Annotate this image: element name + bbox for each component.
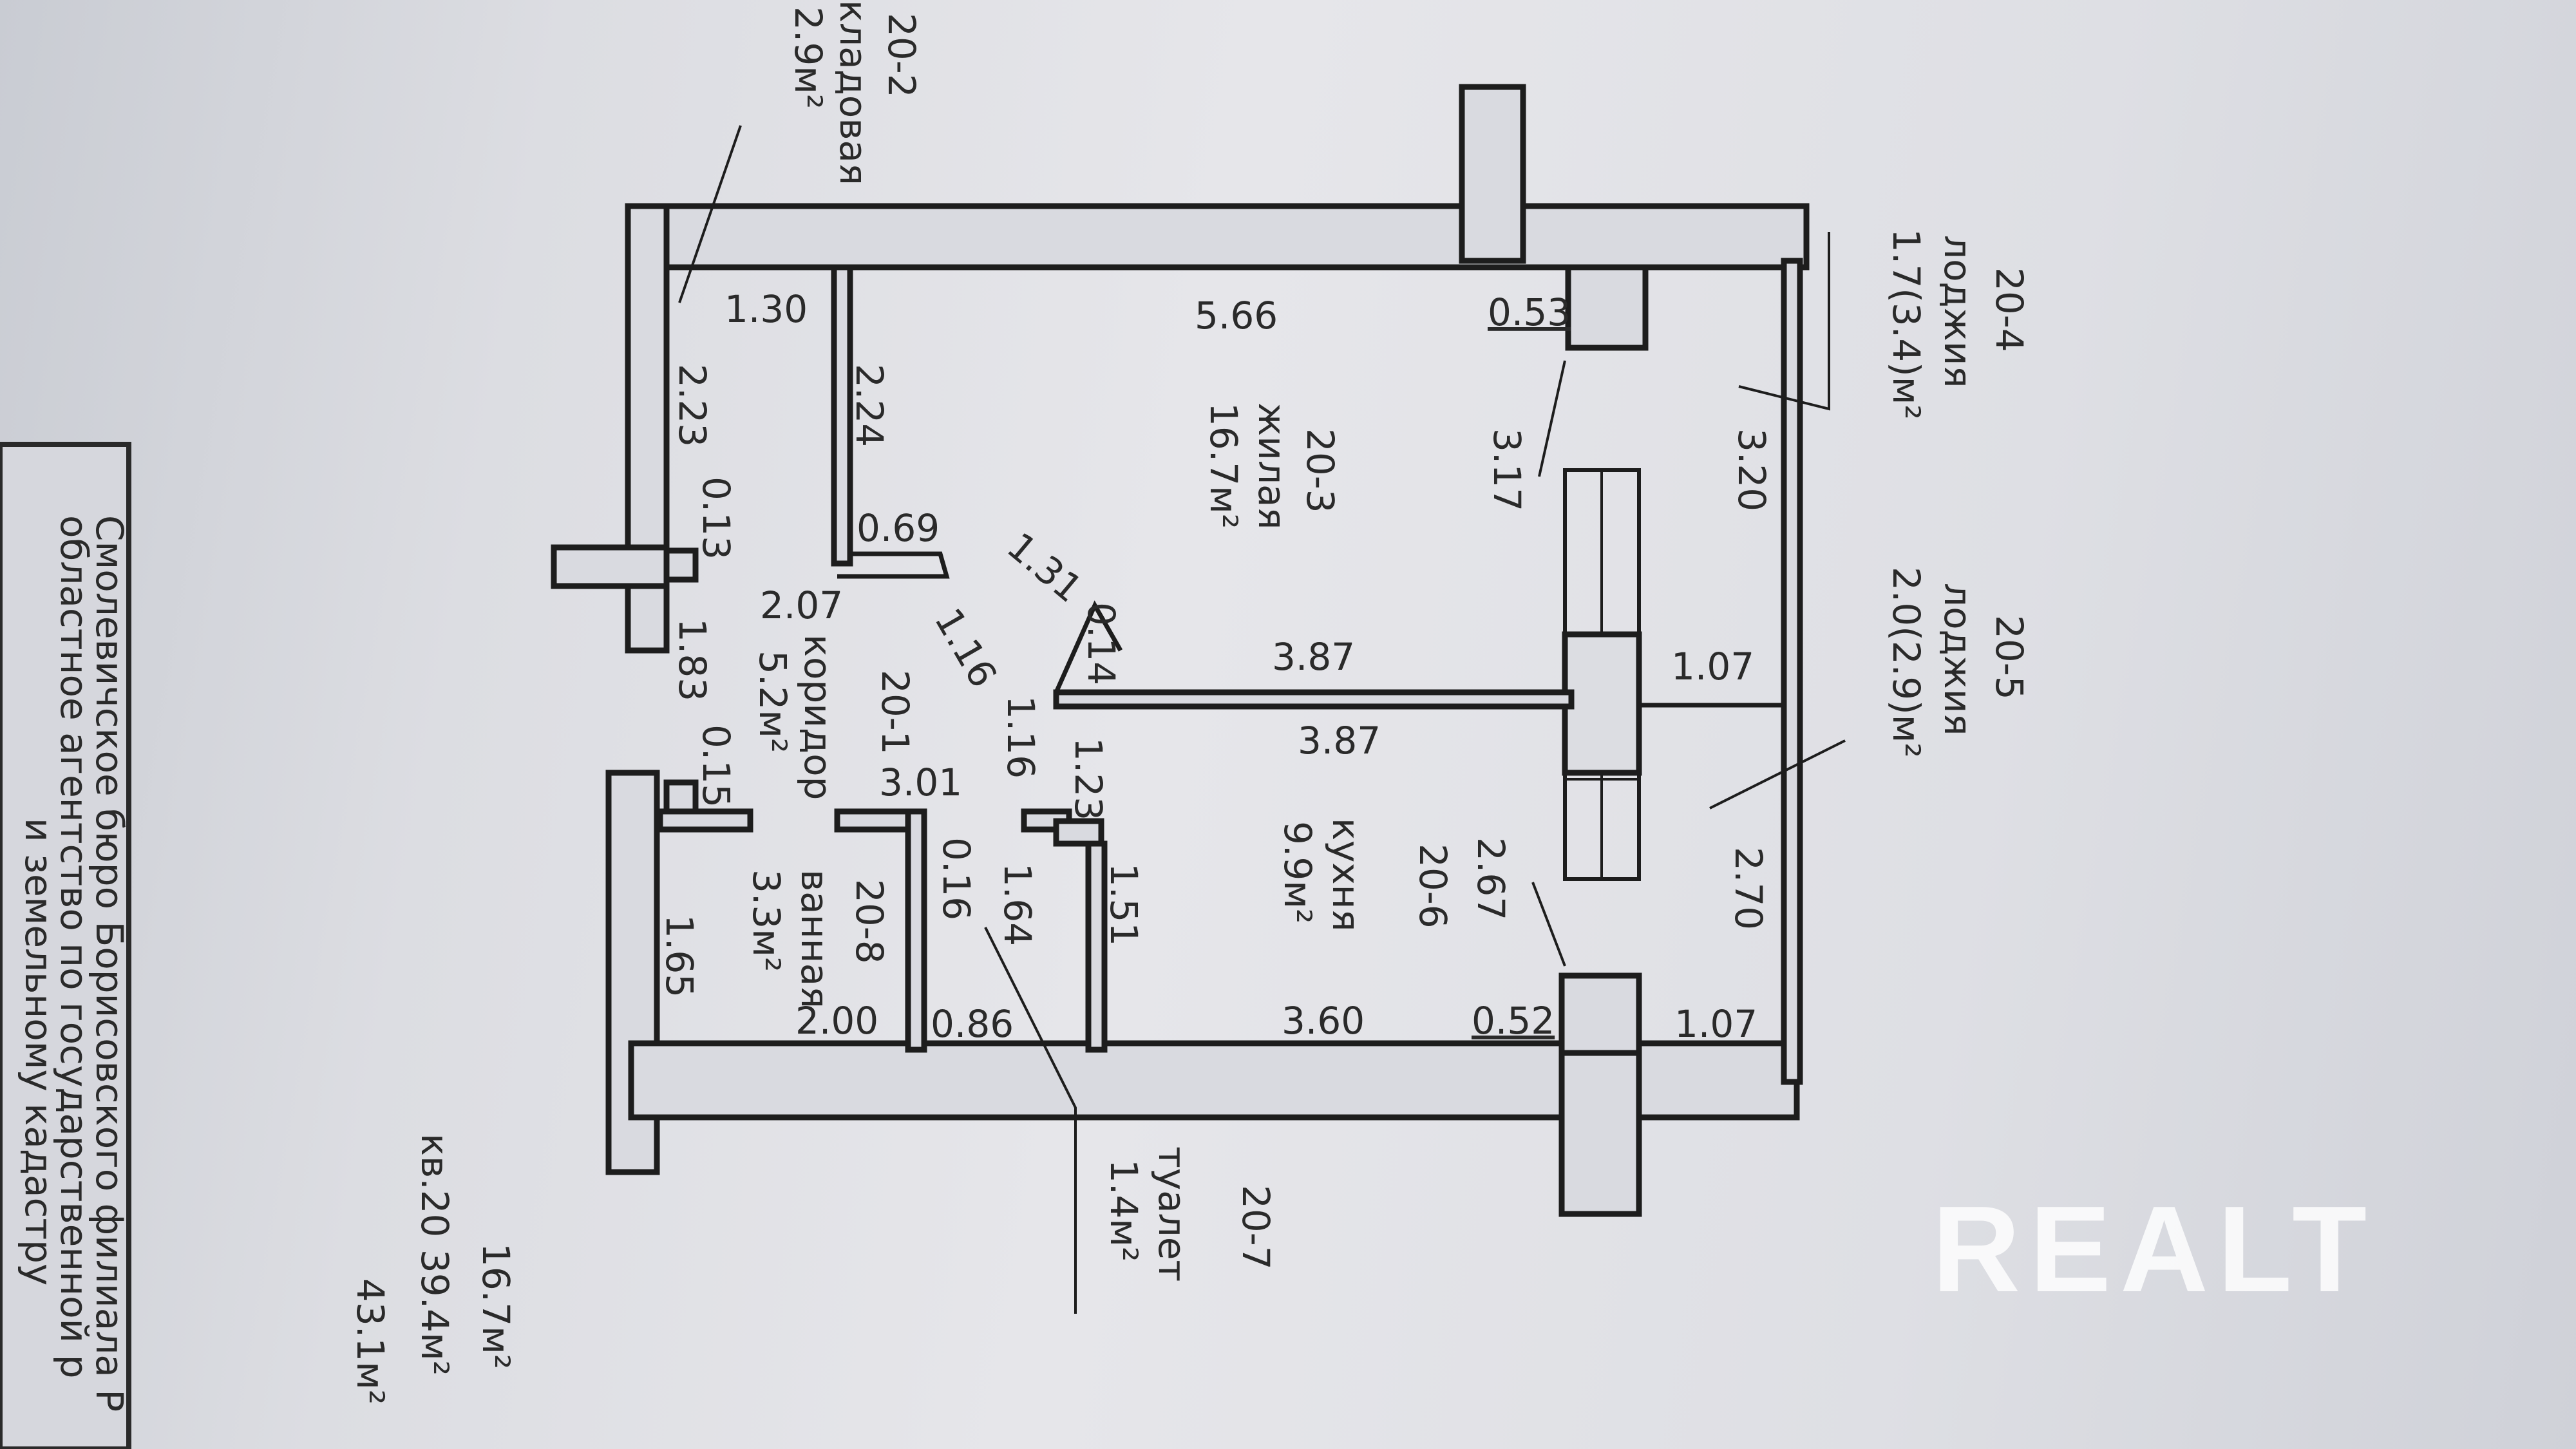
room-20-1-area: 5.2м² — [751, 650, 795, 753]
dimension-labels: 1.30 5.66 0.53 0.69 3.87 1.07 2.07 3.01 … — [724, 287, 1757, 1046]
stamp-line-3: и земельному кадастру — [17, 818, 61, 1285]
dim-5-66: 5.66 — [1195, 294, 1278, 337]
dim-3-01: 3.01 — [879, 761, 962, 804]
dim-0-53: 0.53 — [1488, 290, 1571, 334]
room-20-6-code: 20-6 — [1411, 844, 1455, 929]
room-20-3: 20-3 жилая 16.7м² — [1202, 402, 1342, 529]
dim-3-20: 3.20 — [1730, 428, 1774, 511]
dim-1-64: 1.64 — [996, 863, 1039, 946]
summary-line-3: 43.1м² — [348, 1278, 392, 1405]
room-20-4-name: лоджия — [1936, 235, 1980, 388]
room-20-6-area: 9.9м² — [1276, 821, 1320, 923]
room-20-8-area: 3.3м² — [744, 869, 788, 972]
dimension-labels-rotated: 2.23 2.24 0.13 1.31 3.17 3.20 0.14 1.16 … — [658, 364, 1774, 998]
dim-1-30: 1.30 — [724, 287, 808, 331]
summary-line-2: кв.20 39.4м² — [413, 1133, 457, 1376]
dim-2-00: 2.00 — [795, 999, 878, 1043]
room-20-1-code: 20-1 — [873, 670, 917, 755]
room-20-8-code: 20-8 — [848, 879, 891, 964]
dim-2-23: 2.23 — [670, 364, 714, 447]
dim-3-60: 3.60 — [1282, 999, 1365, 1043]
room-20-5: 20-5 лоджия 2.0(2.9)м² — [1884, 567, 2031, 758]
dim-2-70: 2.70 — [1727, 847, 1770, 930]
dim-1-07-a: 1.07 — [1671, 645, 1754, 688]
room-20-6: 20-6 кухня 9.9м² — [1276, 818, 1455, 932]
room-20-7-area: 1.4м² — [1102, 1159, 1146, 1262]
walls — [551, 84, 1810, 1217]
dim-2-07: 2.07 — [760, 583, 843, 627]
room-20-3-code: 20-3 — [1298, 428, 1342, 513]
room-20-2-name: кладовая — [831, 0, 875, 185]
area-summary: 16.7м² кв.20 39.4м² 43.1м² — [348, 1133, 518, 1405]
room-20-7: 20-7 туалет 1.4м² — [1102, 1146, 1278, 1282]
room-20-1: 20-1 коридор 5.2м² — [751, 634, 917, 800]
room-20-7-code: 20-7 — [1234, 1185, 1278, 1270]
room-20-5-code: 20-5 — [1987, 615, 2031, 700]
summary-line-1: 16.7м² — [474, 1243, 518, 1369]
dim-3-87-b: 3.87 — [1298, 719, 1381, 762]
dim-1-16-b: 1.16 — [999, 696, 1043, 779]
stamp-box — [0, 442, 131, 1449]
dim-0-15: 0.15 — [694, 724, 738, 808]
room-20-3-area: 16.7м² — [1202, 402, 1245, 529]
room-20-4: 20-4 лоджия 1.7(3.4)м² — [1884, 229, 2031, 420]
room-20-6-name: кухня — [1324, 818, 1368, 932]
room-20-8-name: ванная — [793, 869, 837, 1009]
room-20-4-code: 20-4 — [1987, 267, 2031, 352]
room-20-3-name: жилая — [1250, 402, 1294, 529]
leader-lines — [678, 125, 1846, 1314]
dim-3-87-a: 3.87 — [1272, 635, 1355, 679]
dim-0-14: 0.14 — [1079, 602, 1123, 685]
room-20-1-name: коридор — [796, 634, 840, 800]
dim-3-17: 3.17 — [1485, 428, 1529, 511]
dim-0-69: 0.69 — [857, 506, 940, 550]
dim-1-23: 1.23 — [1066, 737, 1110, 820]
dim-1-65: 1.65 — [658, 914, 701, 998]
room-20-4-area: 1.7(3.4)м² — [1884, 229, 1928, 420]
dim-1-31: 1.31 — [999, 524, 1091, 611]
room-20-7-name: туалет — [1150, 1146, 1194, 1282]
room-20-2-area: 2.9м² — [786, 6, 830, 109]
room-20-5-area: 2.0(2.9)м² — [1884, 567, 1928, 758]
stamp-line-1: Смолевичское бюро Борисовского филиала Р — [88, 515, 131, 1412]
dim-0-16: 0.16 — [934, 837, 978, 920]
dim-1-83: 1.83 — [670, 618, 714, 701]
room-20-2: 20-2 кладовая 2.9м² — [786, 0, 923, 185]
dim-1-51: 1.51 — [1102, 863, 1146, 946]
room-20-5-name: лоджия — [1936, 583, 1980, 736]
room-20-2-code: 20-2 — [880, 13, 923, 98]
realt-watermark-logo: REALT — [1932, 1181, 2376, 1318]
stamp-line-2: областное агентство по государственной р — [52, 515, 96, 1379]
dim-0-13: 0.13 — [694, 477, 738, 560]
windows — [1562, 468, 1642, 881]
dim-0-86: 0.86 — [931, 1002, 1014, 1046]
dim-0-52: 0.52 — [1472, 999, 1555, 1043]
dim-1-16-a: 1.16 — [926, 601, 1005, 695]
dim-2-24: 2.24 — [848, 364, 891, 447]
dim-2-67: 2.67 — [1469, 837, 1513, 920]
partitions — [657, 264, 1784, 1053]
room-20-8: 20-8 ванная 3.3м² — [744, 869, 891, 1009]
dim-1-07-b: 1.07 — [1674, 1002, 1757, 1046]
